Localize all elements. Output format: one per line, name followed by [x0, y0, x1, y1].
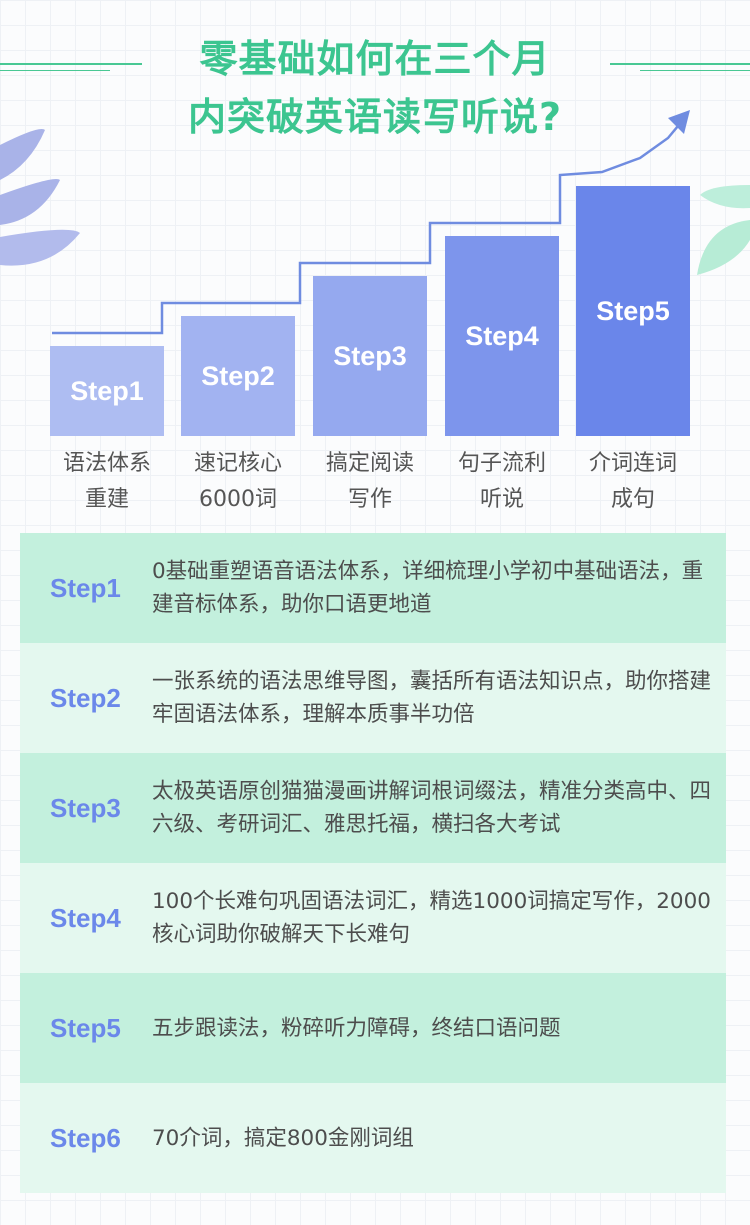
bar-step2: Step2 — [181, 316, 295, 436]
title-deco-line-left — [0, 63, 142, 65]
row-step-label: Step1 — [50, 572, 121, 603]
leaf-decoration-left — [0, 129, 80, 266]
row-step-label: Step6 — [50, 1122, 121, 1153]
row-description: 100个长难句巩固语法词汇，精选1000词搞定写作，2000核心词助你破解天下长… — [152, 889, 711, 947]
bar-label-step2: 速记核心 6000词 — [178, 446, 298, 518]
bar-label-line1: 语法体系 — [62, 451, 151, 476]
bar-label-line1: 速记核心 — [193, 451, 282, 476]
page-title-line2: 内突破英语读写听说? — [187, 95, 563, 139]
leaf-decoration-right — [697, 185, 750, 275]
bar-step4: Step4 — [445, 236, 559, 436]
list-item: Step6 70介词，搞定800金刚词组 — [20, 1083, 726, 1193]
bar-step1: Step1 — [50, 346, 164, 436]
row-step-label: Step5 — [50, 1012, 121, 1043]
bar-label-line2: 成句 — [610, 487, 655, 512]
bar-label-line2: 写作 — [347, 487, 392, 512]
row-step-label: Step4 — [50, 902, 121, 933]
row-description: 一张系统的语法思维导图，囊括所有语法知识点，助你搭建牢固语法体系，理解本质事半功… — [152, 669, 712, 727]
page-title-line1: 零基础如何在三个月 — [199, 37, 551, 81]
row-step-label: Step2 — [50, 682, 121, 713]
list-item: Step5 五步跟读法，粉碎听力障碍，终结口语问题 — [20, 973, 726, 1083]
growth-arrow — [52, 110, 690, 335]
list-item: Step2 一张系统的语法思维导图，囊括所有语法知识点，助你搭建牢固语法体系，理… — [20, 643, 726, 753]
list-item: Step1 0基础重塑语音语法体系，详细梳理小学初中基础语法，重建音标体系，助你… — [20, 533, 726, 643]
row-description: 太极英语原创猫猫漫画讲解词根词缀法，精准分类高中、四六级、考研词汇、雅思托福，横… — [152, 779, 712, 837]
bar-label-line2: 重建 — [84, 487, 129, 512]
bar-label-line2: 听说 — [479, 487, 524, 512]
step-detail-list: Step1 0基础重塑语音语法体系，详细梳理小学初中基础语法，重建音标体系，助你… — [20, 533, 726, 1193]
bar-label-step1: 语法体系 重建 — [47, 446, 167, 518]
bar-label-step3: 搞定阅读 写作 — [310, 446, 430, 518]
bar-step5: Step5 — [576, 186, 690, 436]
bar-label-step4: 句子流利 听说 — [442, 446, 562, 518]
row-step-label: Step3 — [50, 792, 121, 823]
row-description: 70介词，搞定800金刚词组 — [152, 1125, 414, 1151]
row-description: 五步跟读法，粉碎听力障碍，终结口语问题 — [152, 1015, 561, 1041]
row-description: 0基础重塑语音语法体系，详细梳理小学初中基础语法，重建音标体系，助你口语更地道 — [152, 559, 704, 617]
title-deco-line-right — [610, 63, 750, 65]
bar-label-line1: 搞定阅读 — [325, 451, 414, 476]
list-item: Step3 太极英语原创猫猫漫画讲解词根词缀法，精准分类高中、四六级、考研词汇、… — [20, 753, 726, 863]
bar-label-line1: 介词连词 — [588, 451, 677, 476]
title-deco-line-right-thin — [640, 70, 750, 71]
bar-label-step5: 介词连词 成句 — [573, 446, 693, 518]
title-deco-line-left-thin — [0, 70, 110, 71]
bar-label-line1: 句子流利 — [457, 451, 546, 476]
bar-label-line2: 6000词 — [199, 487, 277, 512]
list-item: Step4 100个长难句巩固语法词汇，精选1000词搞定写作，2000核心词助… — [20, 863, 726, 973]
bar-step3: Step3 — [313, 276, 427, 436]
